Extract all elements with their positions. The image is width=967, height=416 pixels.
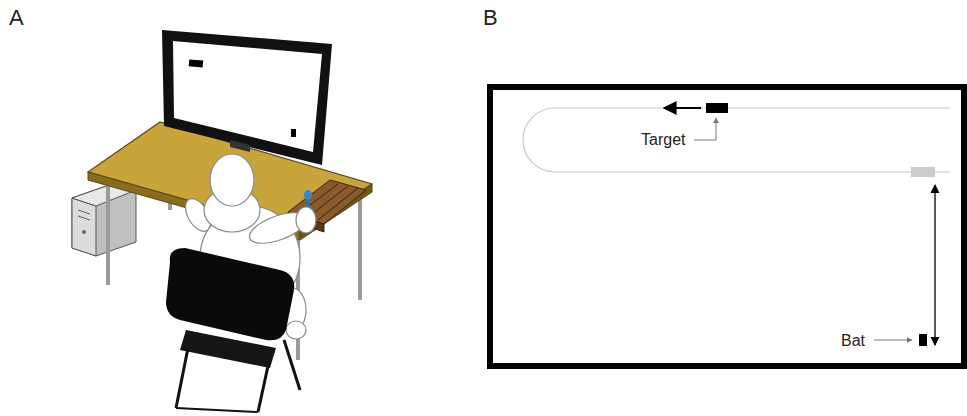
- panel-letter: A: [8, 6, 25, 30]
- bat-range-arrow: [934, 185, 935, 345]
- target-block: [706, 103, 728, 113]
- computer-tower: [72, 184, 136, 256]
- leader-line: [874, 340, 912, 341]
- bat-label: Bat: [840, 332, 866, 350]
- target-label: Target: [640, 131, 686, 149]
- target-path: [523, 108, 950, 172]
- screen-frame: [490, 87, 964, 366]
- chair: [166, 248, 300, 412]
- leader-line: [694, 118, 716, 140]
- bat-block: [919, 334, 927, 346]
- joystick-box: [288, 180, 366, 232]
- direction-arrow: [664, 107, 701, 109]
- panel-letter: B: [482, 6, 499, 30]
- target-ghost: [911, 167, 935, 177]
- monitor: [162, 30, 332, 165]
